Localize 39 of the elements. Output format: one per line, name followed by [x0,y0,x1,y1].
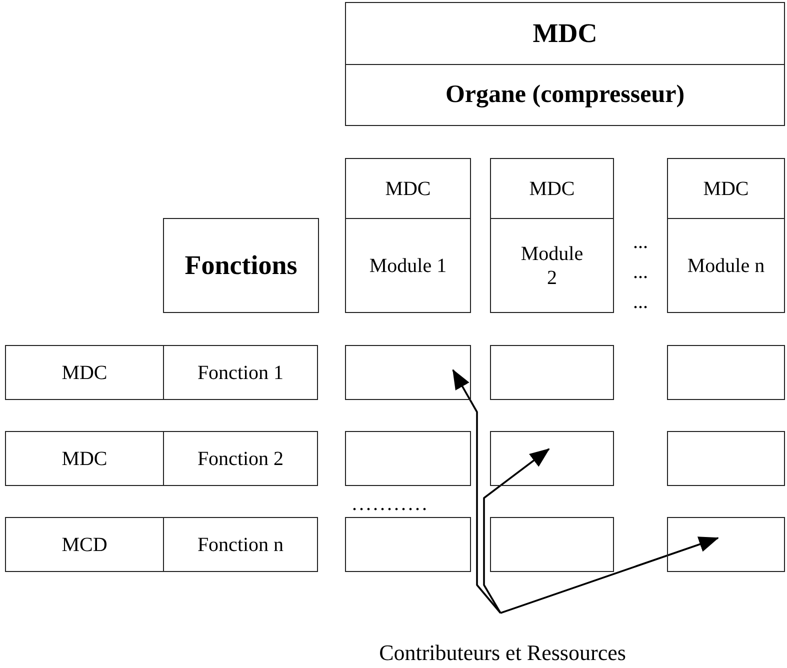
empty-cell [667,345,785,400]
row-header-cell: MDC [6,432,164,485]
column-header-cell: MDC [668,159,784,219]
arrow [452,369,502,614]
arrow [500,536,719,614]
column-header-cell-text: Module 1 [368,254,448,278]
heading-cell-text: Organe (compresseur) [444,80,686,110]
ellipsis-text: ... [633,292,648,312]
empty-cell [490,517,614,572]
row-header-cell: MCD [6,518,164,571]
row-header-cell-text: Fonction n [196,532,285,558]
table-box [667,158,785,313]
empty-cell [490,431,614,486]
heading-cell: MDC [346,3,784,65]
table-box [5,517,318,572]
dotted-separator-text: ........... [352,494,429,514]
empty-cell [667,517,785,572]
empty-cell [345,345,471,400]
empty-cell [345,431,471,486]
ellipsis-text: ... [633,232,648,252]
table-box [345,158,471,313]
column-header-cell-text: Module n [686,254,766,278]
column-header-cell: MDC [491,159,613,219]
table-box [490,158,614,313]
row-header-cell-text: Fonction 1 [196,360,285,386]
table-box [345,2,785,126]
heading-cell-text: Fonctions [184,249,298,282]
table-box [5,431,318,486]
column-header-cell: MDC [346,159,470,219]
ellipsis-text: ... [633,262,648,282]
caption-text: Contributeurs et Ressources [379,640,626,667]
arrow [483,448,550,614]
empty-cell [667,431,785,486]
empty-cell [490,345,614,400]
row-header-cell: MDC [6,346,164,399]
table-box [5,345,318,400]
row-header-cell-text: Fonction 2 [196,446,285,472]
empty-cell [345,517,471,572]
column-header-cell-text: Module 2 [520,242,584,290]
